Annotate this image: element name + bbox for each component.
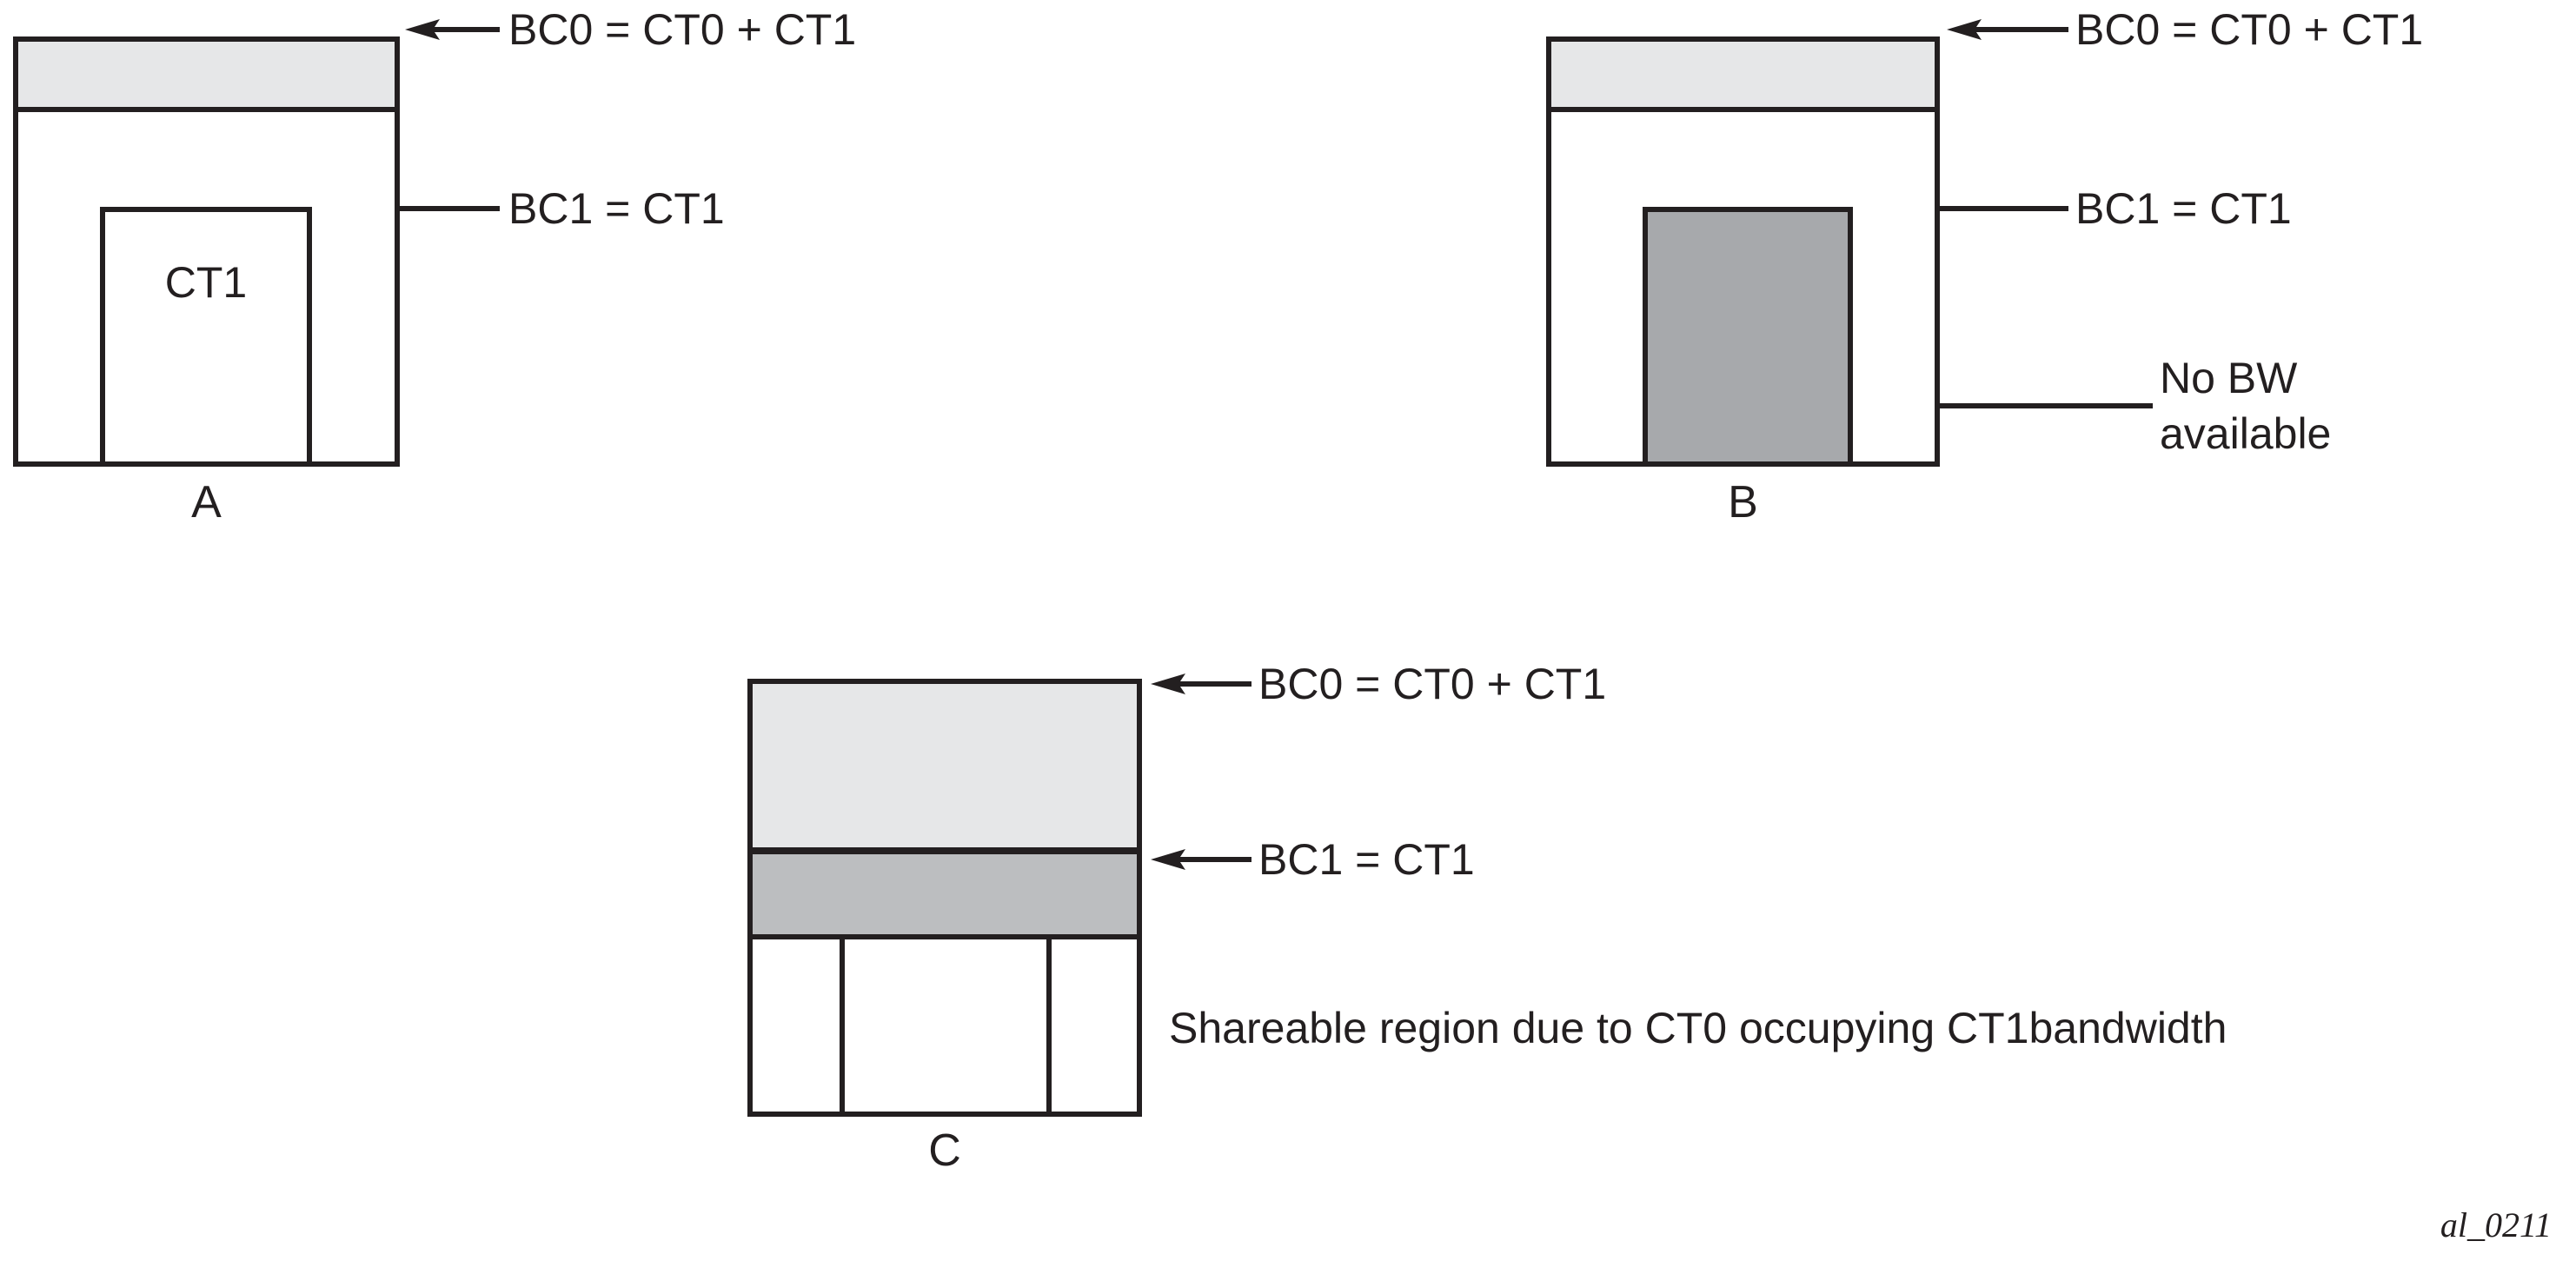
arrow-b-bc0 [1947,19,2068,40]
diagram-b-letter: B [1728,477,1758,528]
diagram-c-outer-box [747,679,1142,1117]
label-a-bc1: BC1 = CT1 [508,184,725,233]
label-a-bc0: BC0 = CT0 + CT1 [508,5,857,54]
arrow-c-bc0 [1151,674,1251,694]
figure-id: al_0211 [2440,1205,2552,1244]
label-b-no-bw: No BW available [2160,354,2332,458]
diagram-a-letter: A [191,477,222,528]
arrow-a-bc0 [405,19,500,40]
label-b-bc0: BC0 = CT0 + CT1 [2075,5,2424,54]
diagram-c-bc0-band [753,684,1137,854]
label-b-bc1: BC1 = CT1 [2075,184,2292,233]
diagram-a-ct1-box: CT1 [100,207,312,467]
diagram-b-ct1-box-filled [1643,207,1853,467]
label-c-shareable-note: Shareable region due to CT0 occupying CT… [1169,1004,2227,1052]
diagram-c-divider-left [840,939,845,1112]
diagram-c-letter: C [928,1125,961,1176]
diagram-b-bc0-band [1551,42,1935,112]
label-c-bc0: BC0 = CT0 + CT1 [1258,660,1607,708]
diagram-a-bc0-band [18,42,395,112]
diagram-c-bc1-band [753,854,1137,939]
arrow-c-bc1 [1151,849,1251,870]
diagram-a-ct1-label: CT1 [164,258,248,307]
diagram-c-divider-right [1046,939,1052,1112]
label-c-bc1: BC1 = CT1 [1258,835,1475,884]
